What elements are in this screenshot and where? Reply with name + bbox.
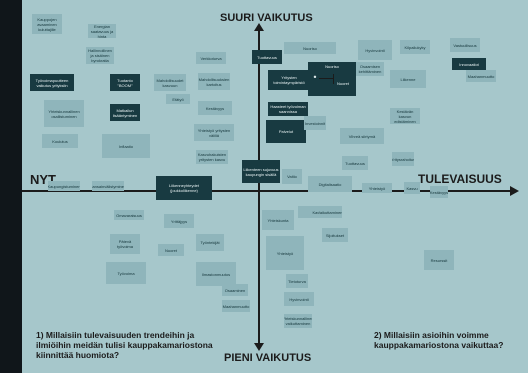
- sticky-note[interactable]: Työvoima: [106, 262, 146, 284]
- sticky-note[interactable]: Innovaatiot: [452, 58, 486, 70]
- question-2: 2) Millaisiin asioihin voimme kauppakama…: [374, 330, 504, 350]
- sticky-note[interactable]: Kestävyys: [430, 186, 448, 198]
- sticky-note[interactable]: Kasvuhakuisten yritysten kasvu: [196, 150, 228, 164]
- sticky-note[interactable]: Investoinnit: [304, 116, 326, 130]
- sticky-note[interactable]: Kauppojen avaaminen kuluttajille: [32, 14, 62, 34]
- sticky-note[interactable]: Yhteistyö: [362, 183, 392, 193]
- left-edge-strip: [0, 0, 22, 373]
- sticky-note[interactable]: Hallinnollinen ja sisäinen byrokratia: [86, 47, 114, 64]
- sticky-note[interactable]: Liikenne: [390, 70, 426, 88]
- sticky-note[interactable]: Omavaraisuus: [114, 210, 144, 220]
- sticky-note[interactable]: Liikenteen sujuvuus kaupungin sisällä: [242, 160, 280, 183]
- heading-right: TULEVAISUUS: [418, 172, 502, 186]
- sticky-note[interactable]: Työvoimapuutteen vaikutus yrityksiin: [30, 74, 74, 91]
- sticky-note[interactable]: Yritysten toimintaympäristö: [268, 70, 310, 90]
- sticky-note[interactable]: Tuottavuus: [252, 50, 282, 64]
- sticky-note[interactable]: Yrittäjyys: [164, 214, 194, 228]
- time-axis: [22, 190, 510, 192]
- diagram-connector: [319, 78, 333, 79]
- diagram-root: Nuoriso: [325, 64, 339, 69]
- sticky-note[interactable]: Ilmastonmuutos: [196, 262, 236, 286]
- sticky-note[interactable]: Sijoitukset: [322, 228, 348, 242]
- sticky-note[interactable]: Tuottavuus: [342, 156, 368, 170]
- sticky-note[interactable]: Yhteiskunnallinen osallistuminen: [44, 100, 84, 127]
- impact-axis-bottom-arrow-icon: [254, 343, 264, 351]
- sticky-note[interactable]: Energian saatavuus ja hinta: [88, 24, 116, 38]
- sticky-note[interactable]: Nuoret: [158, 244, 184, 256]
- impact-axis-top-arrow-icon: [254, 23, 264, 31]
- sticky-note[interactable]: Vaikuttaminen: [318, 206, 342, 218]
- sticky-note[interactable]: Mahdollisuuksien kartoitus: [198, 73, 230, 90]
- sticky-note[interactable]: Vastuullisuus: [450, 38, 480, 52]
- question-1: 1) Millaisiin tulevaisuuden trendeihin j…: [36, 330, 213, 360]
- time-axis-arrow-icon: [510, 186, 519, 196]
- nuoriso-diagram: Nuoriso: [308, 62, 356, 96]
- sticky-note[interactable]: Osaaminen: [222, 284, 248, 296]
- sticky-note[interactable]: Yhteiskunnallinen vaikuttaminen: [284, 314, 312, 328]
- sticky-note[interactable]: Inflaatio: [102, 134, 150, 158]
- sticky-note[interactable]: Digitalisaatio: [308, 176, 352, 192]
- diagram-connector: [333, 74, 334, 84]
- sticky-note[interactable]: Liikenneyhteydet (joukkoliikenne): [156, 176, 212, 200]
- sticky-note[interactable]: Valtio: [282, 169, 302, 184]
- person-icon: ☻: [312, 74, 318, 79]
- sticky-note[interactable]: Osaamisen kehittäminen: [356, 62, 384, 76]
- sticky-note[interactable]: Kansainvälistyminen: [92, 181, 124, 191]
- heading-top: SUURI VAIKUTUS: [220, 12, 313, 24]
- sticky-note[interactable]: Yritysrahoitus: [392, 152, 414, 166]
- sticky-note[interactable]: Tuotanto "BOOM": [110, 74, 140, 91]
- sticky-note[interactable]: Hyvinvointi: [358, 40, 392, 60]
- sticky-note[interactable]: Maahanmuutto: [466, 70, 496, 82]
- sticky-note[interactable]: Kilpailukyky: [400, 40, 430, 54]
- sticky-note[interactable]: Haasteet työvoiman saannissa: [268, 102, 308, 116]
- sticky-note[interactable]: Vihreä siirtymä: [340, 128, 384, 144]
- sticky-note[interactable]: Maahanmuutto: [222, 300, 250, 312]
- sticky-note[interactable]: Palvelut: [266, 120, 306, 143]
- sticky-note[interactable]: Pätevä työvoima: [110, 234, 140, 254]
- sticky-note[interactable]: Työntekijät: [196, 234, 224, 251]
- sticky-note[interactable]: Nuoriso: [284, 42, 336, 54]
- sticky-note[interactable]: Kaupungistuminen: [48, 181, 80, 191]
- sticky-note[interactable]: Yhteistyö yritysten välillä: [194, 124, 234, 141]
- sticky-note[interactable]: Etätyö: [166, 94, 190, 104]
- sticky-note[interactable]: Matkailun lisääntyminen: [110, 104, 140, 121]
- sticky-note[interactable]: Resurssit: [424, 250, 454, 270]
- sticky-note[interactable]: Kestävän kasvun edistäminen: [390, 108, 420, 124]
- sticky-note[interactable]: Kestävyys: [198, 101, 232, 115]
- heading-bottom: PIENI VAIKUTUS: [224, 352, 312, 364]
- sticky-note[interactable]: Yhteiskunta: [262, 210, 294, 230]
- sticky-note[interactable]: Koulutus: [42, 134, 78, 148]
- sticky-note[interactable]: Kasvu: [404, 182, 420, 194]
- sticky-note[interactable]: Hyvinvointi: [284, 292, 314, 306]
- sticky-note[interactable]: Yhteistyö: [266, 236, 304, 270]
- whiteboard: SUURI VAIKUTUS PIENI VAIKUTUS NYT TULEVA…: [22, 0, 528, 373]
- impact-axis: [258, 30, 260, 344]
- sticky-note[interactable]: Mahdollisuudet kasvuun: [154, 74, 186, 91]
- diagram-child: Nuoret: [336, 81, 349, 86]
- sticky-note[interactable]: Verkkoturva: [196, 52, 226, 64]
- sticky-note[interactable]: Tietoturva: [286, 274, 308, 288]
